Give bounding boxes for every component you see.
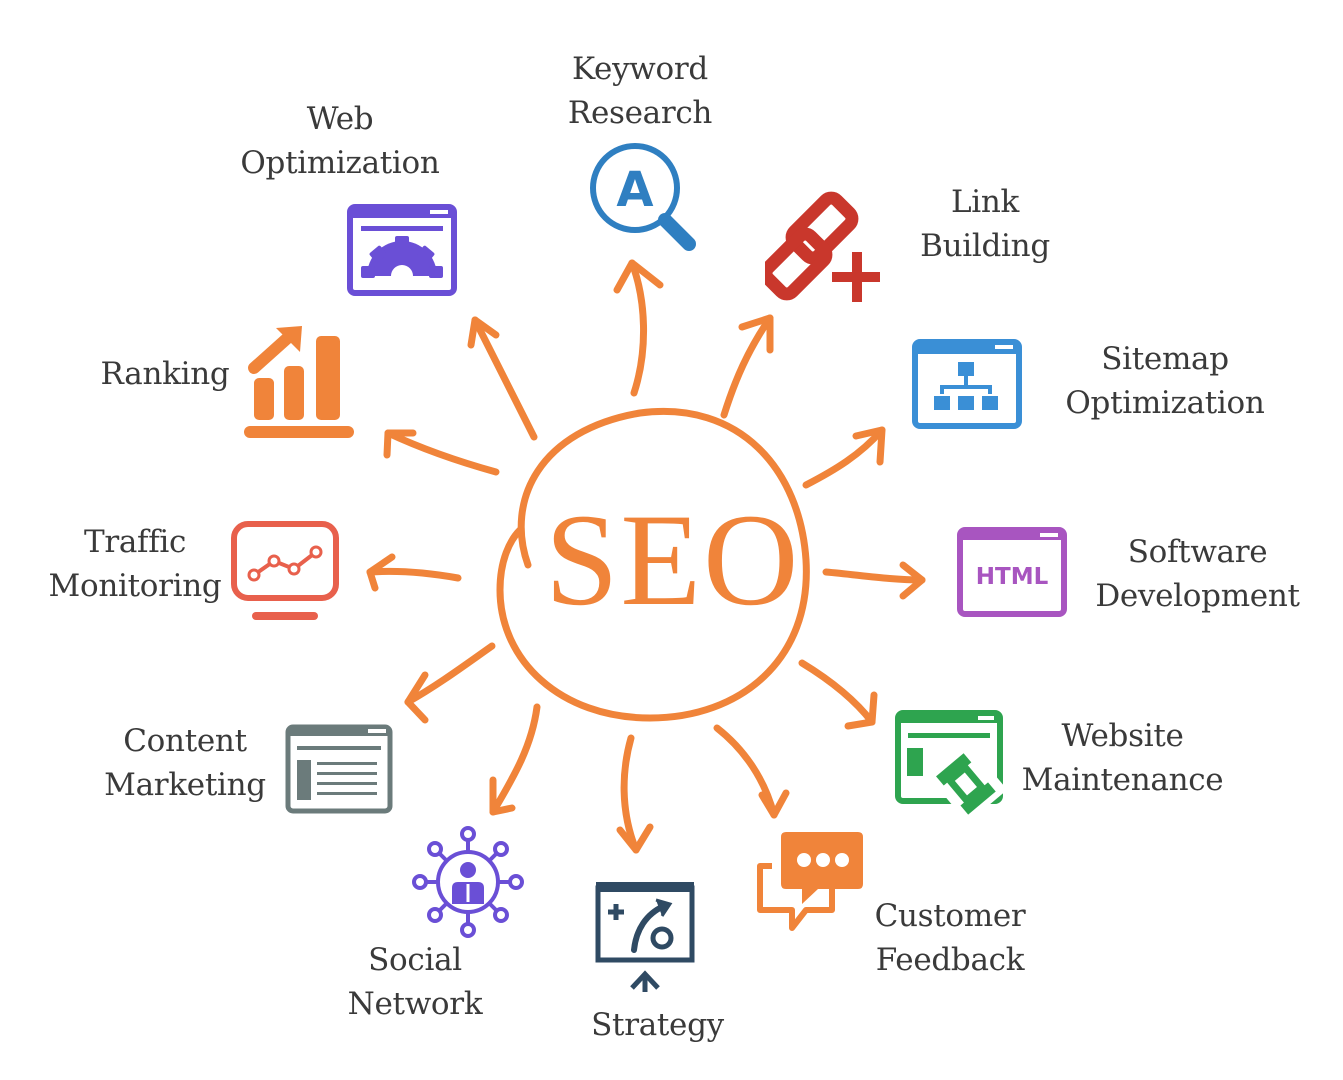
monitor-line-chart-icon — [231, 521, 339, 620]
arrow-to-sitemap — [802, 426, 886, 489]
label-strategy: Strategy — [591, 1007, 724, 1043]
label-customer-feedback: Customer Feedback — [874, 898, 1026, 978]
seo-circle — [496, 408, 810, 722]
browser-gear-icon — [347, 204, 457, 296]
browser-sitemap-icon — [912, 339, 1022, 429]
arrow-to-ranking — [383, 429, 500, 476]
arrow-to-website-maintenance — [798, 659, 878, 730]
arrow-to-keyword-research — [613, 259, 664, 397]
arrow-to-web-optimization — [467, 316, 538, 441]
arrow-to-content-marketing — [404, 642, 496, 724]
svg-text:A: A — [616, 162, 653, 218]
arrow-to-traffic-monitoring — [366, 553, 462, 592]
magnifier-letter-a-icon: A — [590, 143, 696, 251]
label-keyword-research: Keyword Research — [567, 51, 713, 131]
label-traffic-monitoring: Traffic Monitoring — [48, 524, 222, 604]
arrow-to-social-network — [489, 703, 541, 816]
seo-title: SEO — [545, 486, 801, 633]
network-person-icon — [412, 826, 524, 938]
label-sitemap-optimization: Sitemap Optimization — [1065, 341, 1265, 421]
bar-chart-up-arrow-icon — [244, 326, 354, 438]
label-web-optimization: Web Optimization — [240, 101, 440, 181]
chain-link-plus-icon — [765, 191, 880, 302]
label-social-network: Social Network — [347, 942, 483, 1022]
label-link-building: Link Building — [920, 184, 1050, 264]
label-content-marketing: Content Marketing — [104, 723, 266, 803]
label-ranking: Ranking — [100, 356, 230, 392]
arrow-to-customer-feedback — [713, 724, 790, 819]
arrow-to-software-development — [822, 561, 926, 600]
arrow-to-link-building — [720, 314, 774, 419]
browser-article-icon — [285, 724, 393, 814]
label-software-development: Software Development — [1095, 534, 1300, 614]
browser-wrench-icon — [895, 710, 1008, 824]
presentation-board-icon — [595, 882, 695, 992]
label-website-maintenance: Website Maintenance — [1021, 718, 1224, 798]
browser-html-icon: HTML — [957, 527, 1067, 617]
chat-bubbles-icon — [757, 832, 863, 931]
svg-text:HTML: HTML — [976, 564, 1049, 590]
arrow-to-strategy — [616, 734, 654, 854]
